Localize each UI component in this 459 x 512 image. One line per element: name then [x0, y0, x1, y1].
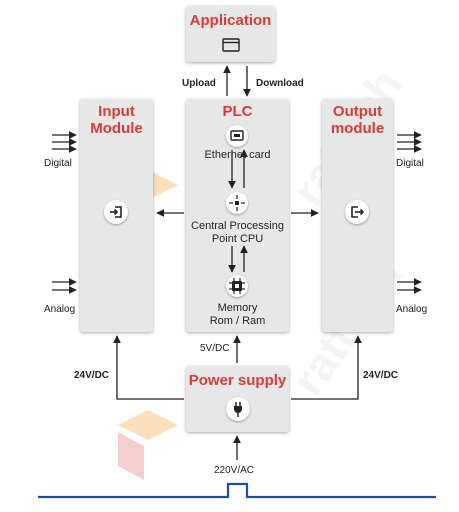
ethernet-card-icon [230, 130, 244, 141]
left-power-label: 24V/DC [74, 370, 110, 381]
power-to-output-arrow [291, 335, 362, 400]
input-module-box: Input Module [80, 99, 153, 332]
power-supply-title: Power supply [188, 372, 287, 389]
watermark-logo-icon [118, 410, 178, 480]
cpu-icon-circle [226, 192, 248, 214]
input-digital-label: Digital [44, 158, 72, 169]
logout-icon [351, 206, 365, 218]
plug-icon-circle [226, 397, 250, 421]
output-module-title: Output module [330, 103, 385, 137]
cpu-label: Central Processing Point CPU [191, 220, 284, 245]
ethernet-card-label: Ethernet card [204, 149, 271, 161]
window-icon [222, 38, 240, 52]
plc-box: PLC Ethernet card Central Processing Poi… [186, 99, 289, 332]
output-analog-label: Analog [396, 304, 428, 315]
memory-label: Memory Rom / Ram [209, 302, 266, 327]
logout-icon-circle [345, 200, 369, 224]
input-analog-label: Analog [44, 304, 76, 315]
output-digital-label: Digital [396, 158, 424, 169]
right-power-label: 24V/DC [363, 370, 399, 381]
ethernet-icon-circle [226, 125, 248, 147]
application-box: Application [186, 6, 275, 62]
input-module-title: Input Module [90, 103, 143, 137]
mains-label: 220V/AC [214, 465, 255, 476]
chip-icon [229, 278, 245, 294]
application-title: Application [189, 12, 272, 29]
power-supply-box: Power supply [186, 366, 289, 432]
login-icon [110, 206, 122, 218]
upload-label: Upload [182, 78, 216, 89]
memory-icon-circle [226, 275, 248, 297]
power-to-input-arrow [113, 335, 184, 400]
ground-line [38, 482, 436, 499]
plc-title: PLC [222, 103, 253, 120]
network-icon [229, 195, 245, 211]
plug-icon [234, 402, 242, 417]
login-icon-circle [104, 200, 128, 224]
plc-power-label: 5V/DC [200, 343, 230, 354]
download-label: Download [256, 78, 304, 89]
output-module-box: Output module [322, 99, 393, 332]
